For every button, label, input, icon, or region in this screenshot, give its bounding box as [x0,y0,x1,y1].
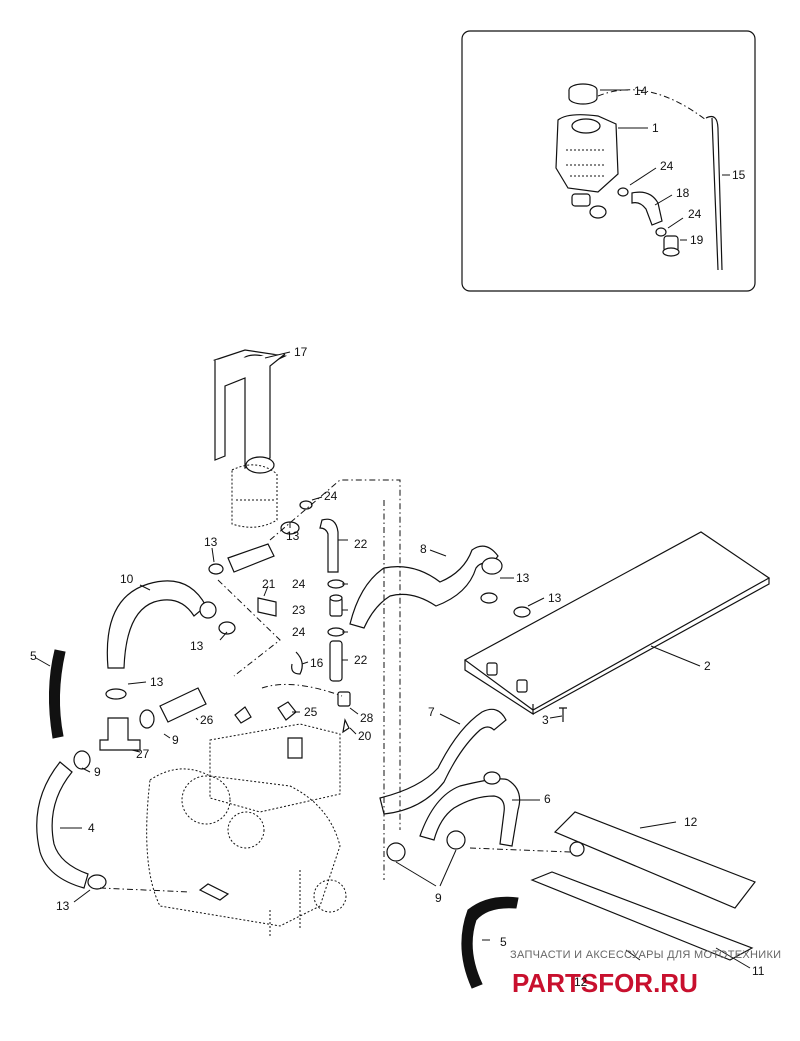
clamp-9-a [139,709,155,729]
guide-line-d [99,887,191,893]
label-13-b: 13 [286,529,300,543]
label-22-b: 22 [354,653,368,667]
label-10: 10 [120,572,134,586]
label-24-inset-b: 24 [688,207,702,221]
label-15: 15 [732,168,746,182]
clamp-9-b [73,750,91,770]
clamp-13-f [513,606,531,618]
elbow-25 [277,701,297,721]
corrugated-sleeve-5a [48,649,66,739]
main-reservoir [231,456,278,528]
label-11: 11 [752,964,765,978]
label-17: 17 [294,345,308,359]
mounting-bracket-17 [212,349,288,469]
label-24-b: 24 [292,577,306,591]
hose-8 [349,545,499,629]
label-16: 16 [310,656,324,670]
hose-22-lower [329,640,343,682]
fitting-23 [329,594,343,617]
clamp-13-b [218,621,236,635]
clamp-24-b [327,579,345,589]
fitting-19 [662,235,680,257]
coolant-reservoir [555,114,619,219]
label-1: 1 [652,121,659,135]
label-19: 19 [690,233,704,247]
hose-7 [379,708,507,815]
sensor-28 [337,691,351,734]
clamp-9-c [386,842,406,862]
label-5-a: 5 [30,649,37,663]
hose-18 [631,191,663,226]
label-28: 28 [360,711,374,725]
label-8: 8 [420,542,427,556]
guide-line-e [261,683,343,697]
label-4: 4 [88,821,95,835]
label-25: 25 [304,705,318,719]
hose-4 [36,761,89,889]
label-13-a: 13 [204,535,218,549]
hose-22-upper [319,518,339,573]
label-27: 27 [136,747,150,761]
label-18: 18 [676,186,690,200]
label-26: 26 [200,713,214,727]
cover-plate-11 [530,811,756,961]
engine-block [146,706,347,938]
guide-line-inset [597,89,707,121]
bolt-3 [559,707,567,722]
tee-27 [99,717,141,751]
label-13-d: 13 [548,591,562,605]
hose-10 [106,580,207,669]
label-24-a: 24 [324,489,338,503]
label-9-a: 9 [172,733,179,747]
heat-exchanger-2 [463,531,771,711]
hose-26 [159,687,207,723]
guide-line-f [469,847,571,853]
bracket-21 [257,597,277,617]
watermark-tagline: ЗАПЧАСТИ И АКСЕССУАРЫ ДЛЯ МОТОТЕХНИКИ [510,949,781,961]
clip-16 [291,651,303,675]
label-9-c: 9 [435,891,442,905]
label-6: 6 [544,792,551,806]
clamp-13-d [87,874,107,890]
watermark-logo: PARTSFOR.RU [512,968,698,998]
corrugated-sleeve-5b [461,896,519,989]
label-12-b: 12 [574,975,588,989]
label-21: 21 [262,577,276,591]
clamp-24-c [327,627,345,637]
guide-line-a [269,479,401,830]
clamp-13-e [480,592,498,604]
label-12-a: 12 [684,815,698,829]
hose-6 [419,778,521,847]
label-23: 23 [292,603,306,617]
clamp-13-a [208,563,224,575]
guide-line-b [217,579,281,677]
clamp-24-inset-b [655,227,667,237]
label-9-b: 9 [94,765,101,779]
reservoir-outlet [227,543,275,573]
label-14: 14 [634,84,648,98]
label-24-c: 24 [292,625,306,639]
label-22-a: 22 [354,537,368,551]
clamp-9-d [446,830,466,850]
overflow-hose-15 [705,115,723,271]
label-5-b: 5 [500,935,507,949]
reservoir-cap [568,83,598,105]
label-13-g: 13 [56,899,70,913]
clamp-24-inset-a [617,187,629,197]
label-3: 3 [542,713,549,727]
label-13-e: 13 [190,639,204,653]
label-7: 7 [428,705,435,719]
label-20: 20 [358,729,372,743]
label-13-f: 13 [150,675,164,689]
clamp-24-a [299,500,313,510]
label-2: 2 [704,659,711,673]
clamp-13-c [105,688,127,700]
label-24-inset-a: 24 [660,159,674,173]
label-13-c: 13 [516,571,530,585]
